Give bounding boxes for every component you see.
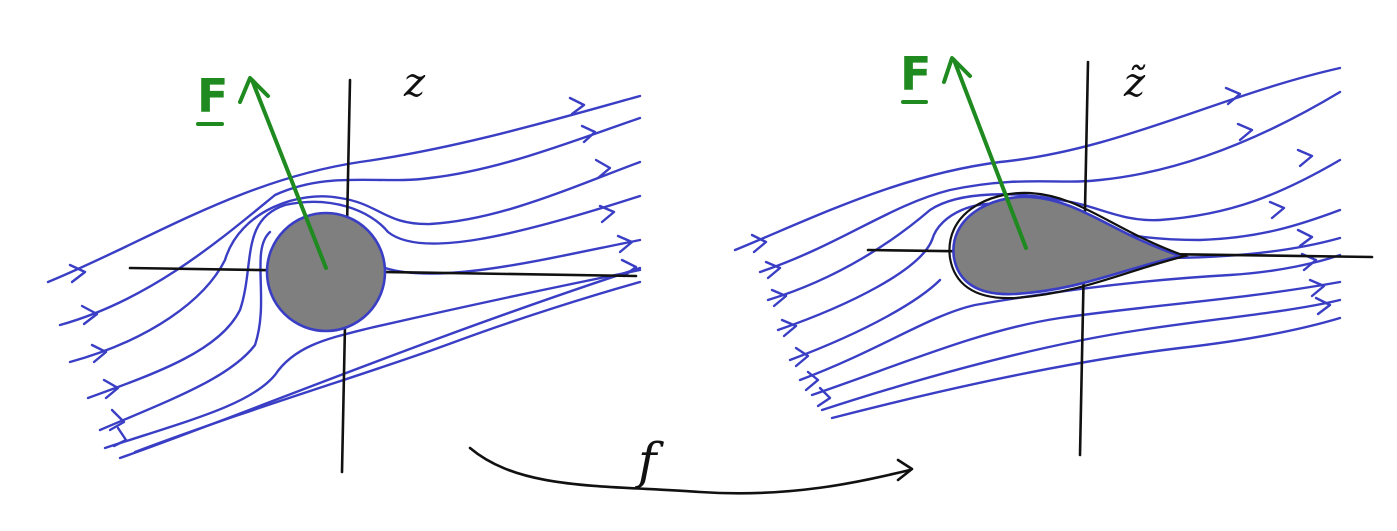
right-flow-arrowheads <box>750 86 1332 408</box>
streamline <box>58 116 642 327</box>
flow-arrowhead <box>80 304 99 326</box>
flow-arrowhead <box>1236 122 1254 142</box>
flow-arrowhead <box>1314 296 1332 316</box>
airfoil-outline <box>948 191 1189 300</box>
mapping-arrow <box>468 446 912 495</box>
airfoil <box>952 195 1185 296</box>
streamline <box>133 280 642 454</box>
flow-arrowhead <box>764 260 782 280</box>
streamline <box>758 90 1342 274</box>
flow-arrowhead <box>580 124 597 144</box>
flow-arrowhead <box>770 288 788 308</box>
flow-arrowhead <box>1296 228 1314 248</box>
force-arrow-shaft <box>952 58 1028 250</box>
flow-arrowhead <box>1296 148 1314 168</box>
flow-arrowhead <box>750 233 768 254</box>
flow-arrowhead <box>794 346 810 368</box>
flow-arrowhead <box>816 386 832 408</box>
mapping-label: f <box>634 432 664 490</box>
left-force-vector <box>238 76 328 270</box>
flow-arrowhead <box>620 258 638 278</box>
flow-arrowhead <box>568 96 586 116</box>
cylinder <box>265 211 387 333</box>
streamline <box>766 158 1342 302</box>
flow-arrowhead <box>616 234 634 254</box>
flow-arrowhead <box>594 158 612 180</box>
right-force-vector <box>942 56 1028 250</box>
conformal-mapping: f <box>468 432 914 495</box>
force-arrow-shaft <box>250 78 328 270</box>
left-plane-label: z <box>403 60 426 106</box>
streamline <box>810 280 1342 397</box>
flow-arrowhead <box>112 426 128 448</box>
flow-arrowhead <box>1224 86 1242 106</box>
streamline <box>1158 236 1342 260</box>
flow-arrowhead <box>68 263 87 284</box>
left-flow-arrowheads <box>68 96 638 448</box>
flow-arrowhead <box>780 318 798 338</box>
flow-arrowhead <box>598 204 616 224</box>
streamline <box>46 94 642 284</box>
streamline <box>820 298 1342 412</box>
flow-arrowhead <box>1308 278 1326 298</box>
streamline <box>383 238 642 275</box>
flow-arrowhead <box>1268 200 1286 220</box>
streamline <box>103 268 642 450</box>
flow-arrowhead <box>804 370 820 392</box>
streamline <box>68 160 642 364</box>
flow-arrowhead <box>102 378 120 400</box>
streamline <box>830 316 1342 420</box>
force-arrowhead <box>238 76 270 104</box>
flow-arrowhead <box>108 408 126 432</box>
right-force-label: F <box>900 47 931 101</box>
right-plane-label: z̃ <box>1123 60 1146 106</box>
streamline <box>788 278 942 362</box>
streamline <box>86 194 642 400</box>
force-arrowhead <box>942 56 972 84</box>
streamline <box>98 230 272 432</box>
flow-arrowhead <box>90 343 108 364</box>
streamline <box>798 253 1342 382</box>
right-panel: F z̃ <box>733 47 1374 457</box>
left-panel: F z <box>46 60 642 474</box>
left-force-label: F <box>197 69 228 123</box>
mapping-arrowhead <box>896 458 914 482</box>
